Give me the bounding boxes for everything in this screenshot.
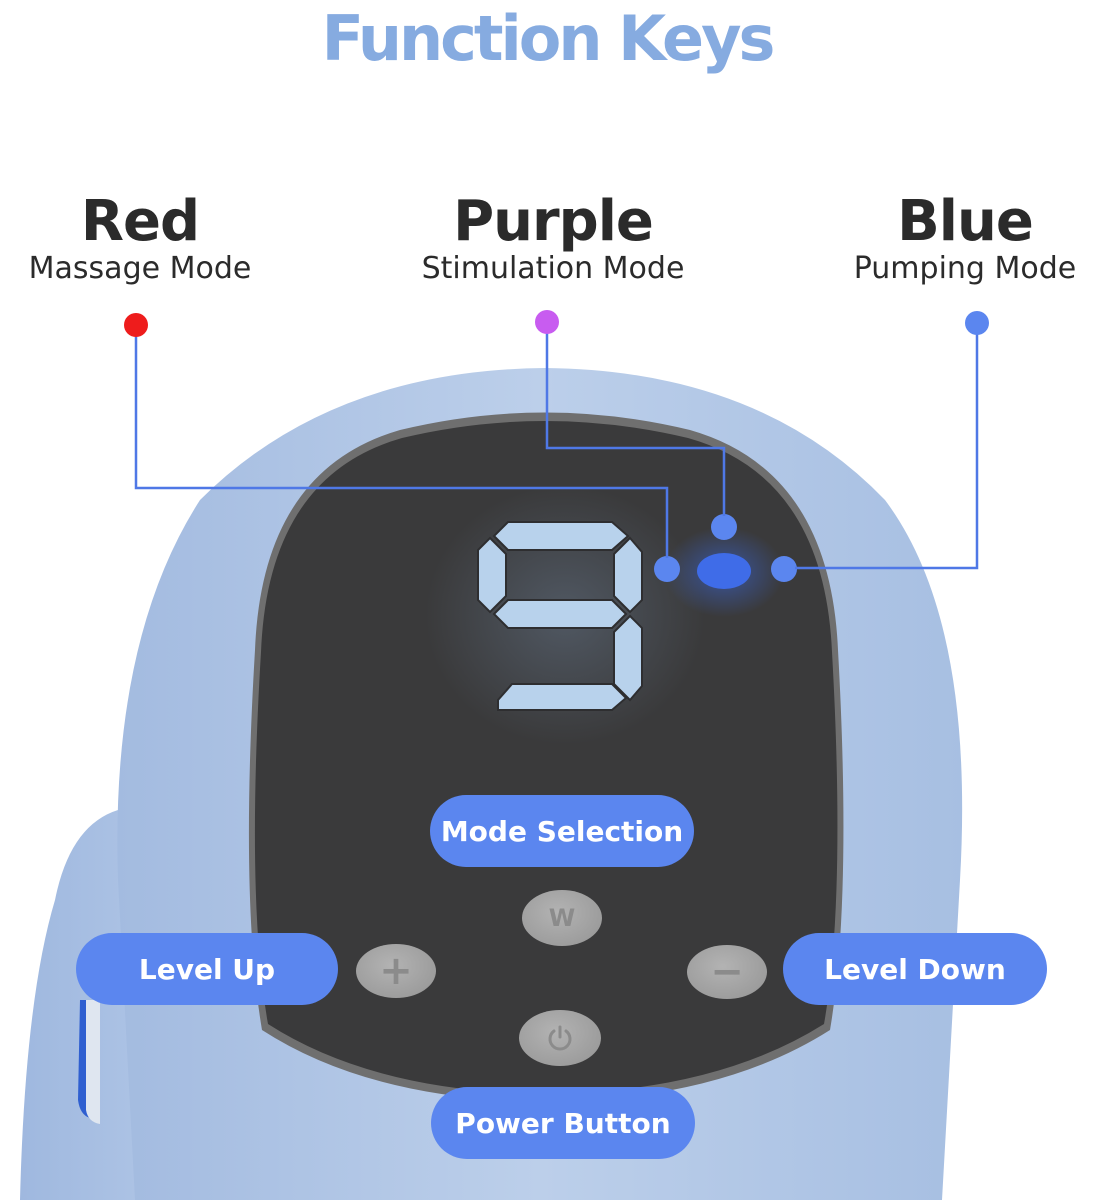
page-title: Function Keys: [321, 2, 776, 75]
mode-label: Massage Mode: [28, 251, 252, 286]
w-glyph-icon: W: [548, 904, 576, 932]
purple-dot-icon: [535, 310, 559, 334]
plus-icon: +: [379, 948, 413, 994]
mode-color-name: Purple: [453, 189, 654, 254]
seven-segment-digit: [477, 521, 643, 711]
power-icon: [548, 1025, 572, 1051]
mode-color-name: Blue: [897, 189, 1034, 254]
level-up-label: Level Up: [76, 933, 338, 1005]
mode-purple: Purple Stimulation Mode: [393, 192, 713, 286]
red-mode-led: [654, 556, 680, 582]
power-button-label: Power Button: [431, 1087, 695, 1159]
level-down-key[interactable]: −: [687, 945, 767, 999]
purple-mode-led: [711, 514, 737, 540]
blue-dot-icon: [965, 311, 989, 335]
mode-label: Pumping Mode: [853, 251, 1077, 286]
power-key[interactable]: [519, 1010, 601, 1066]
level-up-key[interactable]: +: [356, 944, 436, 998]
mode-blue: Blue Pumping Mode: [830, 192, 1094, 286]
level-down-label: Level Down: [783, 933, 1047, 1005]
red-dot-icon: [124, 313, 148, 337]
mode-selection-label: Mode Selection: [430, 795, 694, 867]
minus-icon: −: [710, 949, 744, 995]
active-mode-led: [697, 553, 751, 589]
mode-selection-key[interactable]: W: [522, 890, 602, 946]
mode-red: Red Massage Mode: [0, 192, 280, 286]
connector-lines: [134, 323, 979, 570]
mode-label: Stimulation Mode: [421, 251, 685, 286]
mode-color-name: Red: [80, 189, 200, 254]
blue-mode-led: [771, 556, 797, 582]
